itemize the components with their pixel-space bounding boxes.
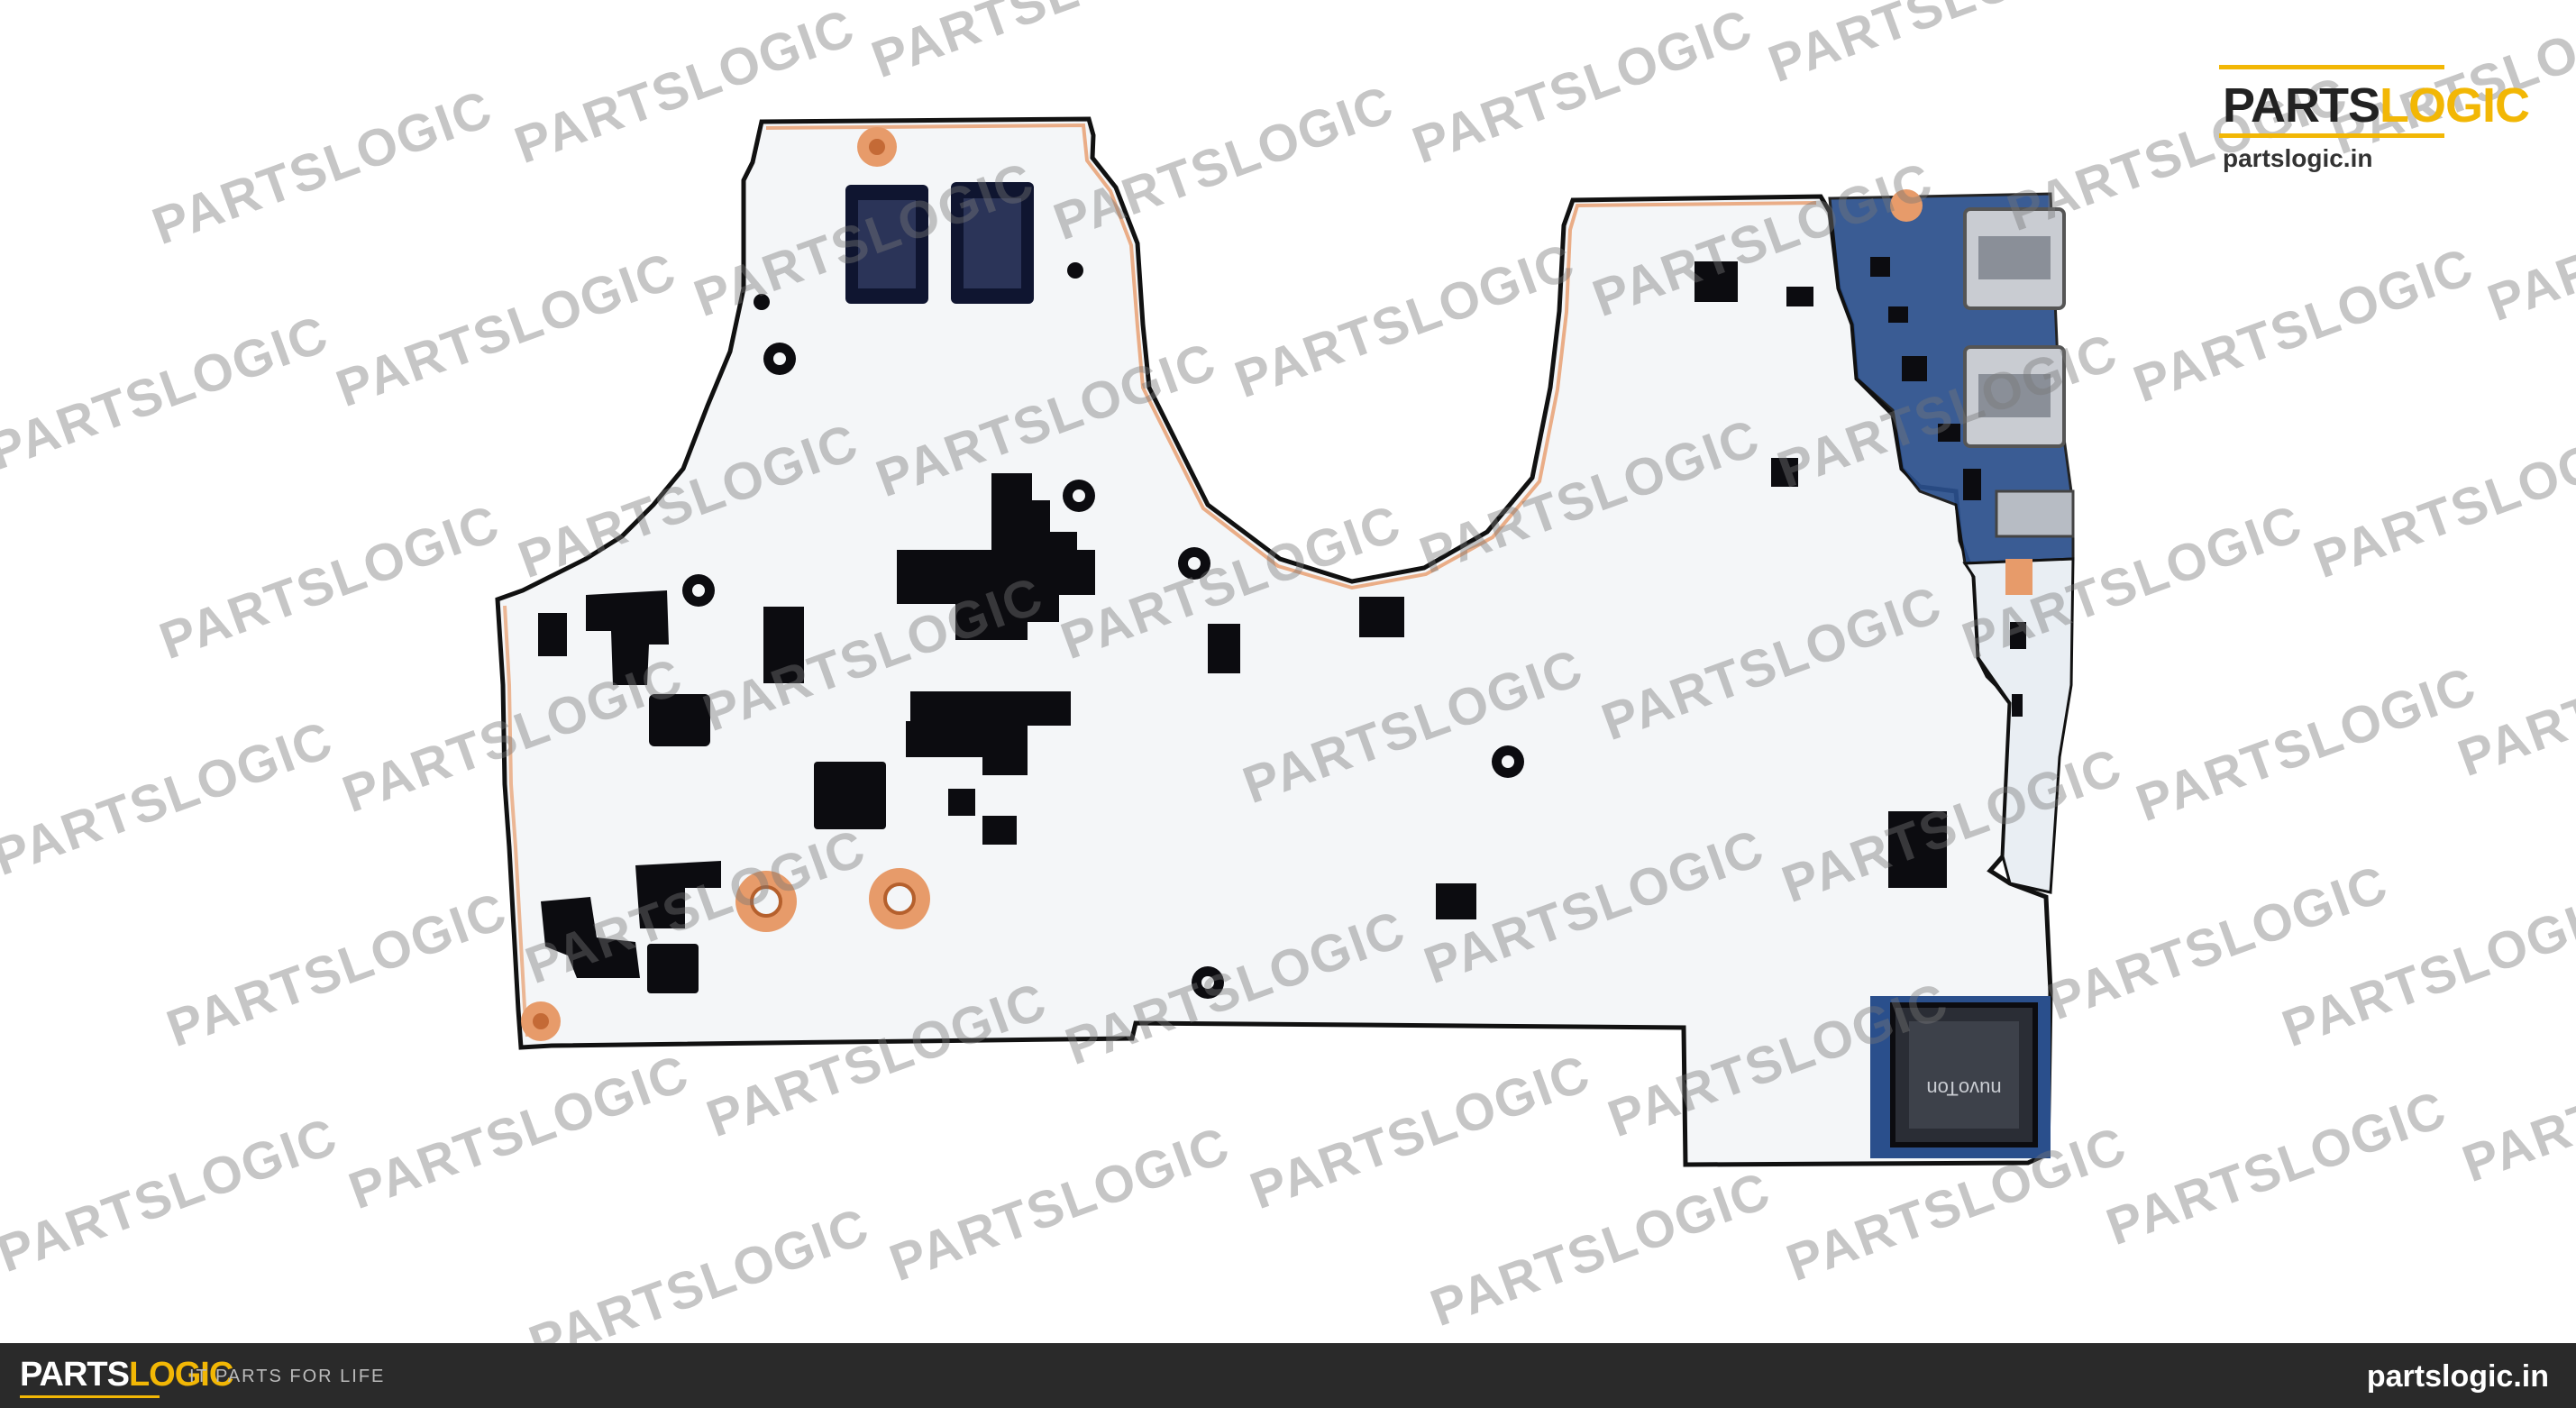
footer-logo: PARTSLOGIC xyxy=(20,1356,233,1394)
brand-top-bar-upper xyxy=(2219,65,2444,69)
pcb-io-white-lower xyxy=(1962,557,2075,894)
sd-connector xyxy=(1995,489,2075,538)
brand-logo-text: PARTSLOGIC xyxy=(2223,78,2530,133)
copper-pad-io xyxy=(1890,189,1923,222)
screw-pad-bottom-left-hole xyxy=(533,1013,549,1029)
footer-logo-underline xyxy=(20,1395,160,1398)
brand-url: partslogic.in xyxy=(2223,144,2373,172)
usb-port-1-slot xyxy=(1978,236,2051,279)
footer-bar: PARTSLOGIC IT PARTS FOR LIFE partslogic.… xyxy=(0,1343,2576,1408)
footer-tagline: IT PARTS FOR LIFE xyxy=(189,1367,386,1386)
pcb-copper-trim xyxy=(765,123,1817,590)
footer-logo-parts: PARTS xyxy=(20,1356,130,1394)
mounting-holes xyxy=(682,262,1524,999)
io-small-components xyxy=(1870,257,2026,717)
brand-top-bar-lower xyxy=(2219,133,2444,138)
memory-chip-2-grid xyxy=(964,198,1021,288)
copper-standoff-2-hole xyxy=(883,882,916,915)
brand-logo-logic: LOGIC xyxy=(2380,78,2530,133)
memory-chip-1-grid xyxy=(858,200,916,288)
footer-logo-logic: LOGIC xyxy=(128,1356,233,1394)
brand-logo-parts: PARTS xyxy=(2223,78,2380,133)
footer-url[interactable]: partslogic.in xyxy=(2366,1359,2549,1394)
copper-standoff-1-hole xyxy=(750,885,782,918)
black-components xyxy=(538,261,1947,993)
pcb-board xyxy=(495,116,2053,1167)
copper-pad-io-lower xyxy=(2005,559,2032,595)
screw-pad-top-hole xyxy=(869,139,885,155)
ec-chip-marking: nuvoTon xyxy=(1926,1077,2001,1100)
usb-port-2-slot xyxy=(1978,374,2051,417)
ec-chip-body xyxy=(1909,1021,2019,1129)
brand-logo-top: PARTSLOGIC partslogic.in xyxy=(2219,65,2530,180)
